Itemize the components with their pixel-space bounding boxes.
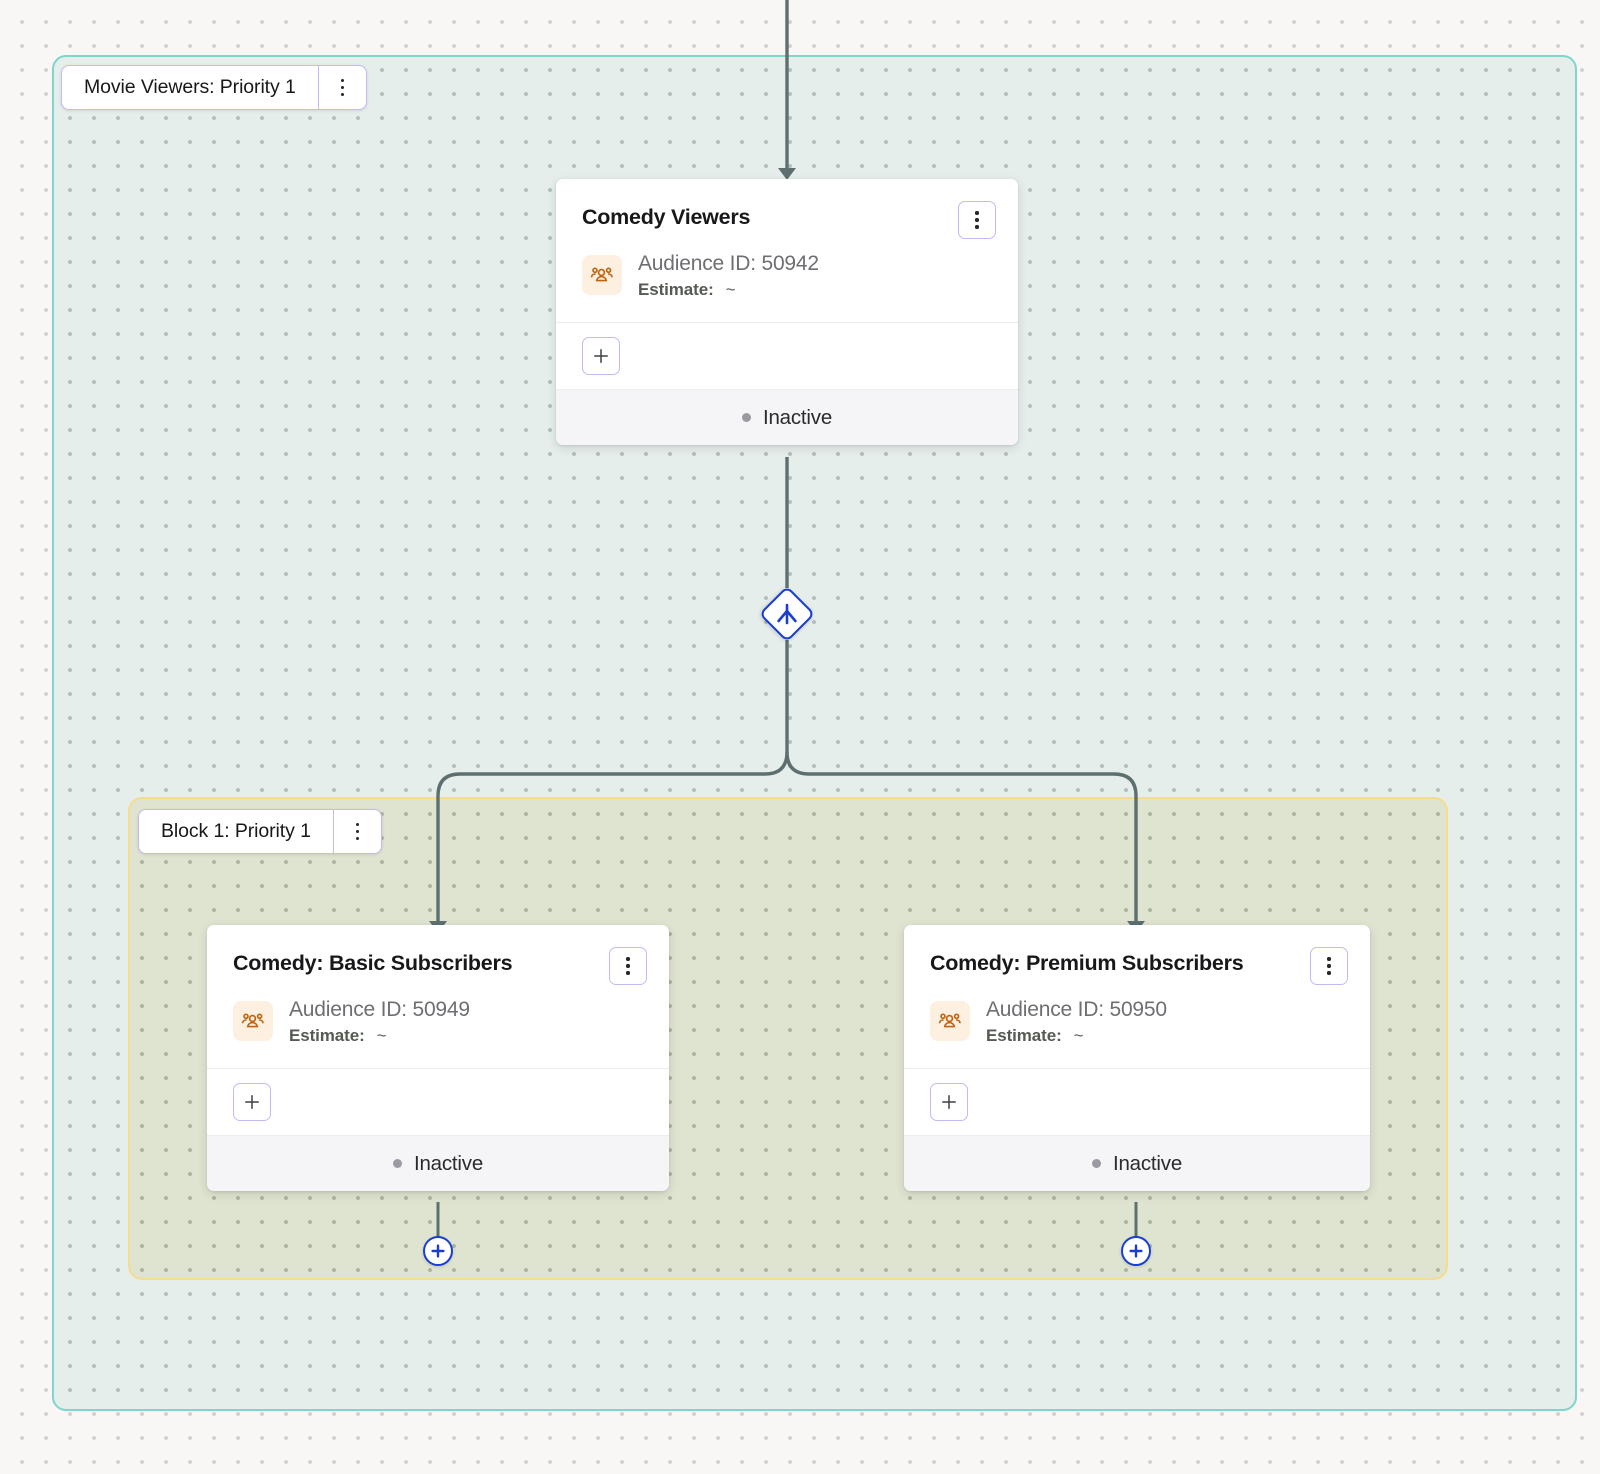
status-dot-icon [741,413,751,423]
plus-circle-icon [1129,1244,1143,1258]
card-meta: Audience ID: 50950 Estimate: ~ [986,997,1167,1046]
group-label-block-1[interactable]: Block 1: Priority 1 [138,809,382,854]
audience-group-icon [930,1001,970,1041]
card-body: Audience ID: 50950 Estimate: ~ [904,985,1370,1068]
card-actions [556,322,1018,389]
plus-circle-icon [431,1244,445,1258]
card-title: Comedy: Premium Subscribers [930,951,1244,975]
status-dot-icon [392,1159,402,1169]
kebab-menu-icon [355,822,360,841]
card-title: Comedy Viewers [582,205,751,229]
group-menu-button[interactable] [332,810,381,853]
audience-group-icon [582,255,622,295]
card-body: Audience ID: 50949 Estimate: ~ [207,985,669,1068]
card-menu-button[interactable] [609,947,647,985]
card-header: Comedy Viewers [556,179,1018,239]
kebab-menu-icon [340,78,344,97]
estimate-row: Estimate: ~ [638,280,819,300]
add-node-button-basic[interactable] [423,1236,453,1266]
status-dot-icon [1091,1159,1101,1169]
audience-id-label: Audience ID: 50949 [289,998,470,1021]
card-header: Comedy: Basic Subscribers [207,925,669,985]
add-step-button[interactable] [233,1083,271,1122]
add-node-button-premium[interactable] [1121,1236,1151,1266]
estimate-value: ~ [1073,1026,1084,1046]
status-badge: Inactive [762,405,833,429]
kebab-menu-icon [975,211,979,229]
card-actions [207,1068,669,1135]
card-status-footer: Inactive [904,1135,1370,1192]
group-menu-button[interactable] [317,66,366,109]
card-body: Audience ID: 50942 Estimate: ~ [556,239,1018,322]
plus-icon [942,1095,956,1110]
card-status-footer: Inactive [556,389,1018,446]
kebab-menu-icon [626,957,630,975]
audience-id-label: Audience ID: 50942 [638,252,819,275]
estimate-value: ~ [725,280,736,300]
card-status-footer: Inactive [207,1135,669,1192]
status-badge: Inactive [413,1151,484,1175]
node-card-comedy-premium-subscribers[interactable]: Comedy: Premium Subscribers Audience ID:… [904,925,1370,1192]
audience-id-label: Audience ID: 50950 [986,998,1167,1021]
card-meta: Audience ID: 50949 Estimate: ~ [289,997,470,1046]
status-badge: Inactive [1112,1151,1183,1175]
group-label-text: Block 1: Priority 1 [161,820,311,842]
plus-icon [594,349,608,364]
card-header: Comedy: Premium Subscribers [904,925,1370,985]
card-menu-button[interactable] [958,201,996,239]
split-node[interactable] [758,585,816,643]
group-label-movie-viewers[interactable]: Movie Viewers: Priority 1 [61,65,367,110]
kebab-menu-icon [1327,957,1331,975]
estimate-row: Estimate: ~ [986,1026,1167,1046]
audience-group-icon [233,1001,273,1041]
card-menu-button[interactable] [1310,947,1348,985]
estimate-label: Estimate: [289,1026,365,1046]
add-step-button[interactable] [582,337,620,376]
estimate-label: Estimate: [986,1026,1062,1046]
estimate-row: Estimate: ~ [289,1026,470,1046]
card-meta: Audience ID: 50942 Estimate: ~ [638,251,819,300]
split-branch-icon [759,586,815,642]
add-step-button[interactable] [930,1083,968,1122]
estimate-value: ~ [376,1026,387,1046]
card-actions [904,1068,1370,1135]
plus-icon [245,1095,259,1110]
group-label-text: Movie Viewers: Priority 1 [84,76,296,98]
node-card-comedy-viewers[interactable]: Comedy Viewers Audience ID: 50942 E [556,179,1018,446]
card-title: Comedy: Basic Subscribers [233,951,513,975]
estimate-label: Estimate: [638,280,714,300]
node-card-comedy-basic-subscribers[interactable]: Comedy: Basic Subscribers Audience ID: 5… [207,925,669,1192]
